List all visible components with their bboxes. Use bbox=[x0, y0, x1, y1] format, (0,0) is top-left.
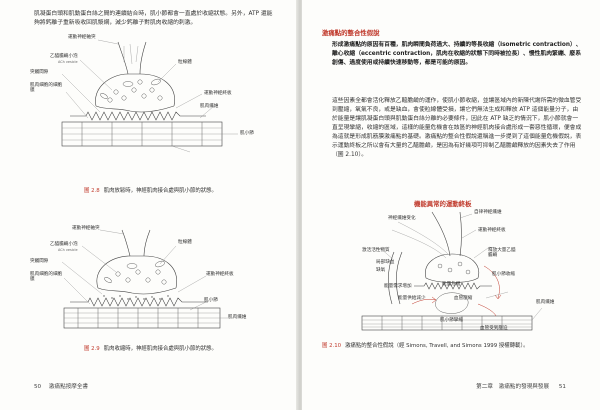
section-heading: 激痛點的整合性假說 bbox=[322, 29, 380, 37]
right-page-footer: 第二章 激痛點的發現與發展 51 bbox=[476, 382, 566, 390]
right-page: 激痛點的整合性假說 形成激痛點的原因有百種，肌肉瞬間負荷過大、持續的等長收縮（i… bbox=[302, 0, 600, 410]
fig9-label-muscle-cell-membrane: 肌肉細胞的細胞膜 bbox=[30, 272, 63, 283]
left-page-number: 50 bbox=[34, 384, 42, 390]
chapter-title: 激痛點的發現與發展 bbox=[498, 384, 550, 390]
left-page-footer: 50 激痛點按摩全書 bbox=[34, 382, 88, 390]
left-top-paragraph: 肌凝蛋白頭和肌動蛋白絲之間的連續結合時，肌小節都會一直處於收縮狀態。另外，ATP… bbox=[34, 11, 273, 26]
book-gutter bbox=[296, 0, 304, 410]
fig10-label-sensitizing: 激活活性物質 bbox=[362, 248, 390, 253]
bold-paragraph: 形成激痛點的原因有百種，肌肉瞬間負荷過大、持續的等長收縮（isometric c… bbox=[332, 42, 582, 66]
fig8-label-motor-endplate: 運動神經終板 bbox=[204, 91, 232, 96]
left-page: 肌凝蛋白頭和肌動蛋白絲之間的連續結合時，肌小節都會一直處於收縮狀態。另外，ATP… bbox=[0, 0, 298, 410]
fig10-label-sarcomere-shortening: 肌小節攣縮 bbox=[440, 318, 463, 323]
fig10-label-increase-energy: 能量需求增加 bbox=[384, 284, 412, 289]
fig10-label-capillary-compression: 血管壓縮 bbox=[454, 296, 473, 301]
figure-2-9-number: 圖 2.9 bbox=[84, 346, 100, 352]
fig10-label-sarcomere-contraction: 肌小節收縮 bbox=[492, 272, 515, 277]
fig10-label-reduced-energy: 能量供給減少 bbox=[398, 296, 426, 301]
fig10-label-energy-crisis: 能量危機 bbox=[442, 282, 461, 287]
fig10-label-muscle-fiber: 肌肉纖維 bbox=[536, 300, 555, 305]
fig10-label-ischemia: 局部缺血 bbox=[376, 260, 395, 265]
fig8-label-muscle-fiber: 肌肉纖維 bbox=[200, 104, 219, 109]
fig8-label-ach-vesicle: 乙醯膽鹼小泡 bbox=[50, 54, 78, 59]
figure-2-10-number: 圖 2.10 bbox=[322, 343, 342, 349]
fig9-label-sarcomere: 肌小節 bbox=[204, 298, 218, 303]
figure-2-8-number: 圖 2.8 bbox=[84, 188, 100, 194]
fig8-label-motor-nerve-axon: 運動神經軸突 bbox=[68, 35, 96, 40]
fig8-label-muscle-cell-membrane: 肌肉細胞的細胞膜 bbox=[30, 83, 63, 94]
fig8-label-mitochondria: 粒線體 bbox=[178, 60, 192, 65]
fig9-label-motor-nerve-axon: 運動神經軸突 bbox=[72, 226, 100, 231]
figure-2-10-diagram bbox=[361, 211, 543, 331]
fig10-label-release-ach: 釋放大量乙醯膽鹼 bbox=[488, 248, 516, 259]
right-page-number: 51 bbox=[558, 384, 566, 390]
figure-2-8-caption-text: 肌肉放鬆時，神經肌肉接合處與肌小節的狀態。 bbox=[103, 188, 217, 194]
figure-2-9-diagram bbox=[61, 229, 228, 329]
fig10-label-motor-nerve-fiber: 自律神經纖維 bbox=[474, 210, 502, 215]
figure-2-10-caption-text: 激痛點的整合性假說（經 Simons, Travell, and Simons … bbox=[345, 343, 529, 349]
fig9-label-ach-vesicle: 乙醯膽鹼小泡 bbox=[50, 242, 78, 247]
figure-2-8-diagram bbox=[61, 39, 238, 153]
fig9-label-mitochondria: 粒線體 bbox=[178, 240, 192, 245]
fig9-label-ach-vesicle-en: ACh vesicle bbox=[58, 248, 78, 252]
fig9-label-muscle-fiber: 肌肉纖維 bbox=[228, 315, 247, 320]
figure-2-9-caption-text: 肌肉收縮時，神經肌肉接合處與肌小節的狀態。 bbox=[103, 346, 217, 352]
fig9-label-motor-endplate: 運動神經終板 bbox=[206, 272, 234, 277]
body-paragraph: 這些因素全都會活化釋放乙醯膽鹼的運作，使肌小節收縮，並讓區域內的新陳代謝所需的微… bbox=[332, 98, 582, 158]
chapter-label: 第二章 bbox=[476, 384, 493, 390]
fig9-label-synaptic-cleft: 突觸間隙 bbox=[30, 259, 49, 264]
fig10-label-capillary: 血管受到壓迫 bbox=[480, 326, 508, 331]
diagram-title: 機能異常的運動終板 bbox=[414, 200, 472, 208]
book-title: 激痛點按摩全書 bbox=[48, 384, 89, 390]
fig8-label-ach-vesicle-en: ACh vesicle bbox=[58, 60, 78, 64]
fig10-label-sensitized-nerve: 神經纖維受化 bbox=[388, 216, 416, 221]
fig8-label-synaptic-cleft: 突觸間隙 bbox=[30, 70, 49, 75]
fig10-label-hypoxia: 缺氧 bbox=[376, 268, 386, 273]
fig10-label-motor-endplate: 運動神經終板 bbox=[478, 228, 506, 233]
fig8-label-sarcomere: 肌小節 bbox=[240, 131, 254, 136]
